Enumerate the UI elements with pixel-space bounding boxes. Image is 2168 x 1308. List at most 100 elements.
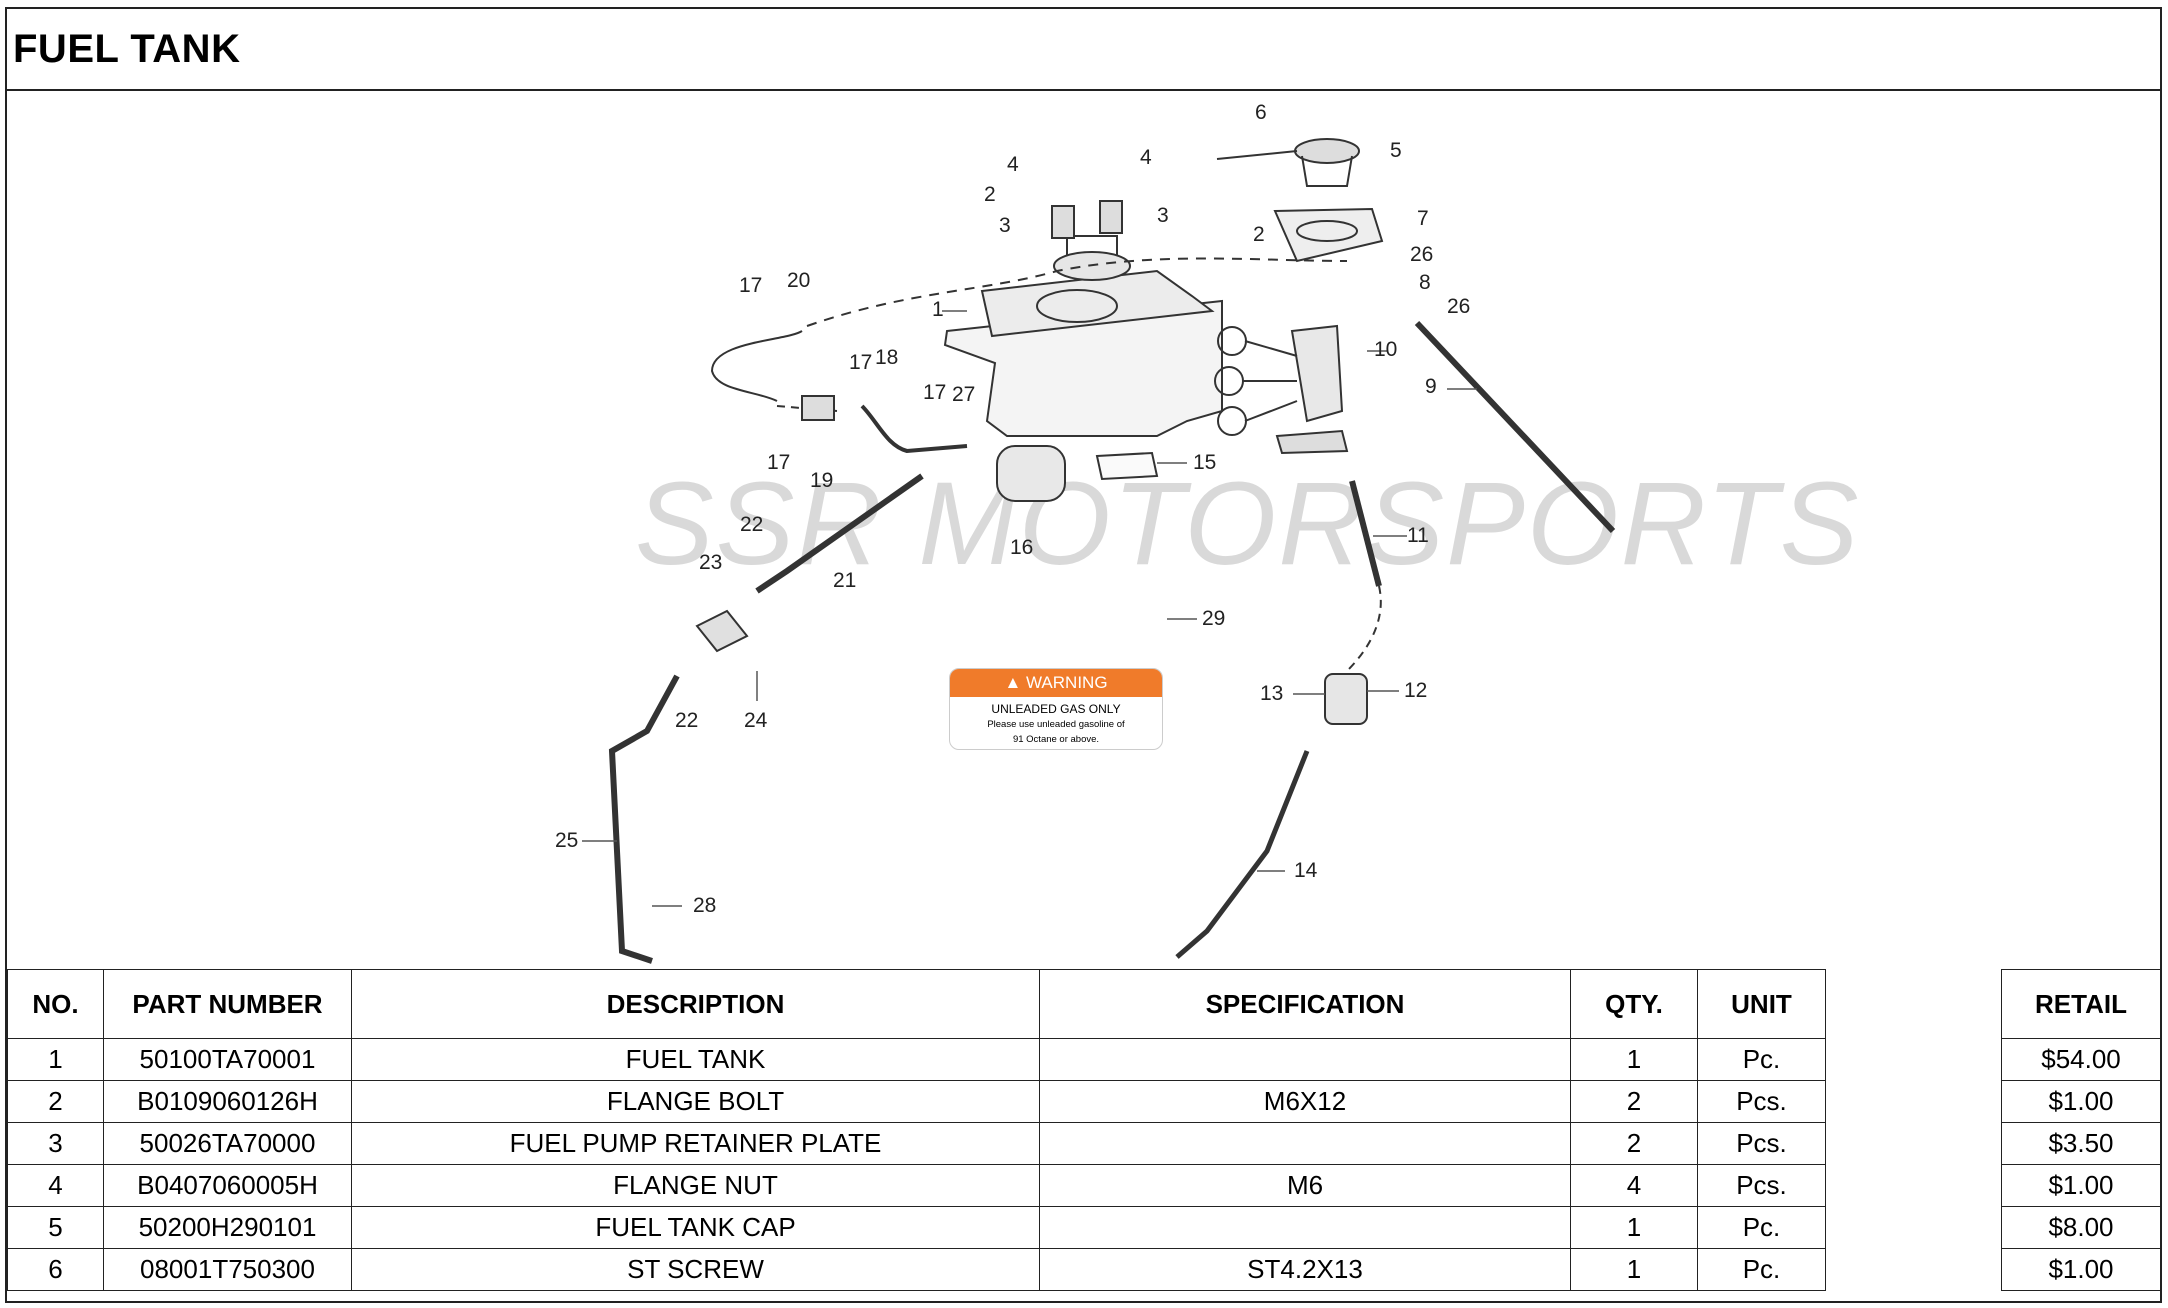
- callout-6: 6: [1255, 101, 1267, 124]
- cell-retail: $8.00: [2001, 1206, 2161, 1249]
- warning-line-3: 91 Octane or above.: [1012, 734, 1100, 745]
- cell-no: 6: [7, 1248, 104, 1291]
- cell-blank: [1825, 1206, 2002, 1249]
- col-header-unit: UNIT: [1697, 969, 1826, 1039]
- callout-24: 24: [744, 709, 768, 732]
- table-row: 5 50200H290101 FUEL TANK CAP 1 Pc. $8.00: [7, 1206, 2161, 1249]
- cell-description: FLANGE NUT: [351, 1164, 1040, 1207]
- callout-13: 13: [1260, 682, 1284, 705]
- cell-no: 4: [7, 1164, 104, 1207]
- sheet-frame: FUEL TANK SSR MOTORSPORTS: [5, 7, 2162, 1303]
- callout-16: 16: [1010, 536, 1034, 559]
- callout-17: 17: [739, 274, 763, 297]
- cell-retail: $3.50: [2001, 1122, 2161, 1165]
- callout-23: 23: [699, 551, 723, 574]
- callout-17: 17: [767, 451, 791, 474]
- warning-line-2: Please use unleaded gasoline of: [987, 719, 1125, 730]
- parts-table: NO. PART NUMBER DESCRIPTION SPECIFICATIO…: [7, 969, 2161, 1291]
- callout-22: 22: [740, 513, 764, 536]
- cell-retail: $1.00: [2001, 1248, 2161, 1291]
- cell-retail: $1.00: [2001, 1080, 2161, 1123]
- table-row: 2 B0109060126H FLANGE BOLT M6X12 2 Pcs. …: [7, 1080, 2161, 1123]
- callout-2: 2: [1253, 223, 1265, 246]
- table-row: 4 B0407060005H FLANGE NUT M6 4 Pcs. $1.0…: [7, 1164, 2161, 1207]
- callout-2: 2: [984, 183, 996, 206]
- callout-10: 10: [1374, 338, 1398, 361]
- callout-17: 17: [923, 381, 947, 404]
- callout-5: 5: [1390, 139, 1402, 162]
- callout-4: 4: [1007, 153, 1019, 176]
- cell-description: FUEL PUMP RETAINER PLATE: [351, 1122, 1040, 1165]
- callout-26: 26: [1410, 243, 1434, 266]
- warning-heading: ▲ WARNING: [950, 669, 1162, 697]
- col-header-blank: [1825, 969, 2002, 1039]
- cell-unit: Pcs.: [1697, 1122, 1826, 1165]
- callout-11: 11: [1407, 524, 1429, 547]
- table-row: 3 50026TA70000 FUEL PUMP RETAINER PLATE …: [7, 1122, 2161, 1165]
- watermark: SSR MOTORSPORTS: [635, 458, 1861, 590]
- callout-3: 3: [999, 214, 1011, 237]
- warning-line-1: UNLEADED GAS ONLY: [991, 702, 1121, 716]
- table-row: 6 08001T750300 ST SCREW ST4.2X13 1 Pc. $…: [7, 1248, 2161, 1291]
- callout-3: 3: [1157, 204, 1169, 227]
- cell-blank: [1825, 1122, 2002, 1165]
- callout-14: 14: [1294, 859, 1318, 882]
- callout-20: 20: [787, 269, 811, 292]
- cell-part-number: B0109060126H: [103, 1080, 352, 1123]
- cell-qty: 1: [1570, 1206, 1698, 1249]
- cell-description: FUEL TANK CAP: [351, 1206, 1040, 1249]
- cell-no: 2: [7, 1080, 104, 1123]
- cell-description: FUEL TANK: [351, 1038, 1040, 1081]
- warning-heading-text: WARNING: [1026, 673, 1108, 692]
- cell-qty: 2: [1570, 1080, 1698, 1123]
- col-header-no: NO.: [7, 969, 104, 1039]
- callout-12: 12: [1404, 679, 1428, 702]
- col-header-specification: SPECIFICATION: [1039, 969, 1571, 1039]
- callout-7: 7: [1417, 207, 1429, 230]
- callout-18: 18: [875, 346, 899, 369]
- callout-28: 28: [693, 894, 717, 917]
- callout-26: 26: [1447, 295, 1471, 318]
- cell-blank: [1825, 1164, 2002, 1207]
- cell-part-number: 50200H290101: [103, 1206, 352, 1249]
- cell-no: 5: [7, 1206, 104, 1249]
- cell-qty: 1: [1570, 1038, 1698, 1081]
- cell-qty: 2: [1570, 1122, 1698, 1165]
- cell-blank: [1825, 1080, 2002, 1123]
- cell-unit: Pcs.: [1697, 1080, 1826, 1123]
- diagram-drawing: [582, 138, 1616, 964]
- cell-blank: [1825, 1248, 2002, 1291]
- title-bar: FUEL TANK: [7, 9, 2160, 91]
- cell-retail: $1.00: [2001, 1164, 2161, 1207]
- col-header-description: DESCRIPTION: [351, 969, 1040, 1039]
- cell-specification: [1039, 1122, 1571, 1165]
- col-header-retail: RETAIL: [2001, 969, 2161, 1039]
- cell-unit: Pc.: [1697, 1206, 1826, 1249]
- page-title: FUEL TANK: [13, 27, 241, 71]
- cell-no: 1: [7, 1038, 104, 1081]
- cell-specification: [1039, 1206, 1571, 1249]
- cell-specification: M6X12: [1039, 1080, 1571, 1123]
- cell-specification: [1039, 1038, 1571, 1081]
- warning-decal: ▲ WARNING UNLEADED GAS ONLY Please use u…: [949, 668, 1163, 750]
- cell-qty: 4: [1570, 1164, 1698, 1207]
- cell-description: FLANGE BOLT: [351, 1080, 1040, 1123]
- cell-qty: 1: [1570, 1248, 1698, 1291]
- cell-retail: $54.00: [2001, 1038, 2161, 1081]
- callout-27: 27: [952, 383, 976, 406]
- col-header-part-number: PART NUMBER: [103, 969, 352, 1039]
- callout-19: 19: [810, 469, 834, 492]
- fuel-tank-part: [943, 299, 1223, 437]
- exploded-diagram: SSR MOTORSPORTS: [7, 91, 2160, 969]
- callout-4: 4: [1140, 146, 1152, 169]
- table-header-row: NO. PART NUMBER DESCRIPTION SPECIFICATIO…: [7, 969, 2161, 1039]
- cell-part-number: B0407060005H: [103, 1164, 352, 1207]
- callout-21: 21: [833, 569, 857, 592]
- cell-blank: [1825, 1038, 2002, 1081]
- cell-no: 3: [7, 1122, 104, 1165]
- callout-29: 29: [1202, 607, 1226, 630]
- cell-part-number: 50100TA70001: [103, 1038, 352, 1081]
- cell-part-number: 50026TA70000: [103, 1122, 352, 1165]
- cell-specification: ST4.2X13: [1039, 1248, 1571, 1291]
- cell-unit: Pc.: [1697, 1038, 1826, 1081]
